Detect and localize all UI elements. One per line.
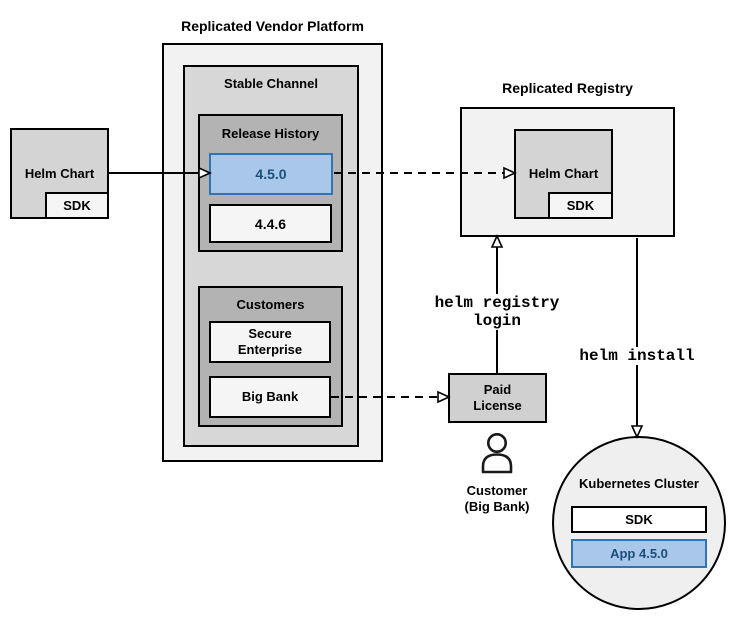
kubernetes-cluster-title: Kubernetes Cluster xyxy=(579,476,699,491)
paid-license-label: Paid License xyxy=(473,382,522,413)
customer-name-label: Big Bank xyxy=(241,389,299,404)
customer-name-label: Secure Enterprise xyxy=(237,326,303,357)
sdk-label: SDK xyxy=(63,197,91,213)
arrowhead-up-icon xyxy=(490,234,504,248)
customer-big-bank-box: Big Bank xyxy=(209,376,331,418)
release-history-label: Release History xyxy=(221,126,320,141)
cluster-sdk-box: SDK xyxy=(571,506,707,533)
customer-caption-detail: (Big Bank) xyxy=(464,499,530,514)
app-version-label: App 4.5.0 xyxy=(610,545,668,561)
kubernetes-cluster-circle: Kubernetes Cluster SDK App 4.5.0 xyxy=(552,436,726,610)
customer-caption: Customer (Big Bank) xyxy=(447,483,547,515)
helm-chart-source-box: Helm Chart SDK xyxy=(10,128,109,219)
registry-title: Replicated Registry xyxy=(502,80,633,96)
release-version-4-4-6-box: 4.4.6 xyxy=(209,204,332,243)
release-version-4-5-0-box: 4.5.0 xyxy=(209,153,333,195)
release-version-label: 4.4.6 xyxy=(254,215,287,232)
helm-chart-label: Helm Chart xyxy=(528,166,599,181)
sdk-label: SDK xyxy=(625,511,653,527)
customer-person-icon xyxy=(481,433,513,474)
stable-channel-label: Stable Channel xyxy=(224,76,318,91)
sdk-label: SDK xyxy=(566,197,595,213)
customer-caption-name: Customer xyxy=(466,483,528,498)
cmd-helm-registry-login-label: helm registry login xyxy=(407,294,587,330)
sdk-box: SDK xyxy=(548,192,613,219)
sdk-box: SDK xyxy=(45,192,109,219)
registry-helm-chart-box: Helm Chart SDK xyxy=(514,129,613,219)
release-version-label: 4.5.0 xyxy=(255,166,287,182)
customers-label: Customers xyxy=(236,297,305,312)
vendor-platform-title: Replicated Vendor Platform xyxy=(181,18,364,34)
cmd-helm-install-label: helm install xyxy=(578,347,696,365)
helm-chart-label: Helm Chart xyxy=(24,165,95,181)
customer-secure-enterprise-box: Secure Enterprise xyxy=(209,321,331,363)
paid-license-box: Paid License xyxy=(448,373,547,423)
cluster-app-box: App 4.5.0 xyxy=(571,539,707,568)
